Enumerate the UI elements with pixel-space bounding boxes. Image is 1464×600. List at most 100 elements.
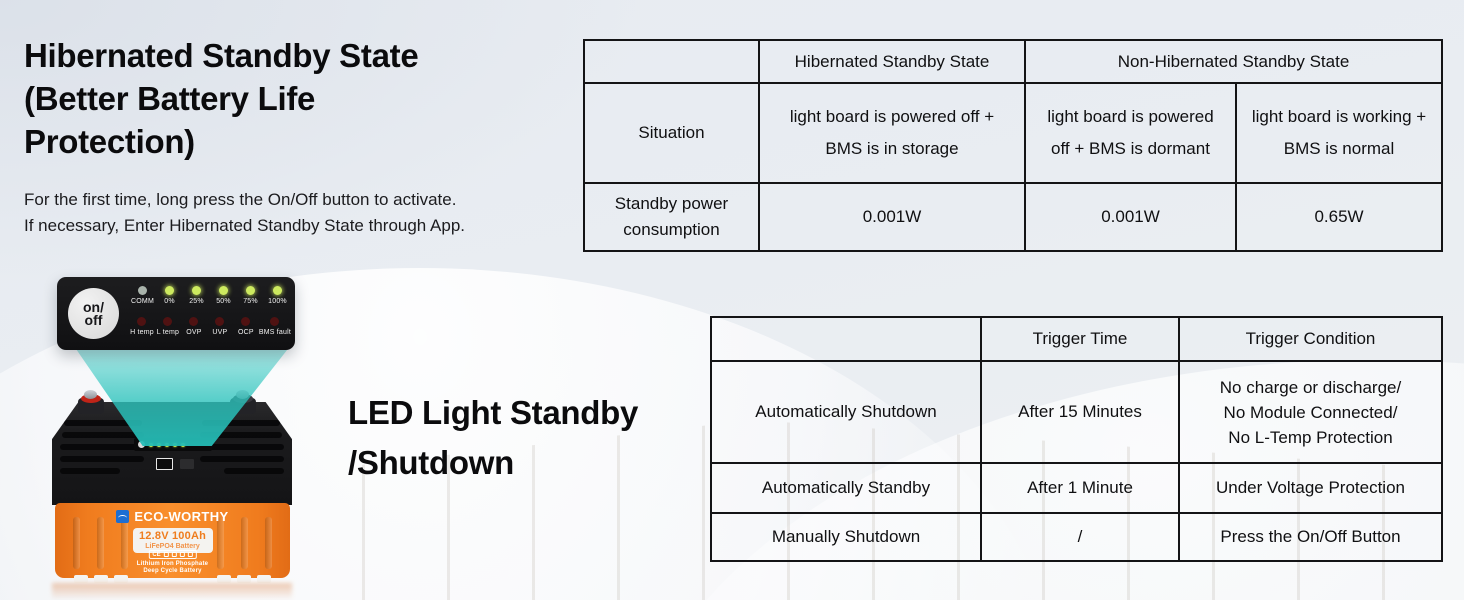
battery-foot <box>217 575 231 583</box>
row-label: Automatically Shutdown <box>710 360 982 464</box>
led-comm: COMM <box>129 286 156 305</box>
led-dot-icon <box>189 317 199 326</box>
column-header: Hibernated Standby State <box>758 39 1026 84</box>
column-header: Trigger Time <box>980 316 1180 362</box>
section-title: LED Light Standby /Shutdown <box>348 388 638 488</box>
trigger-table: Trigger Time Trigger Condition Automatic… <box>710 316 1443 562</box>
battery-description-text: Lithium Iron Phosphate Deep Cycle Batter… <box>55 561 290 575</box>
aux-button-icon <box>180 459 194 469</box>
page-title-line: Hibernated Standby State <box>24 37 419 74</box>
battery-foot <box>257 575 271 583</box>
section-title-line: /Shutdown <box>348 444 514 481</box>
led-ocp: OCP <box>233 317 259 336</box>
power-cell: 0.001W <box>758 182 1026 252</box>
led-0pct: 0% <box>156 286 183 305</box>
brand-row: ECO-WORTHY <box>55 509 290 524</box>
brand-name: ECO-WORTHY <box>134 509 229 524</box>
battery-description-line: Deep Cycle Battery <box>143 568 202 574</box>
led-panel: on/ off COMM 0% 25% 50% 75% 100% H temp … <box>57 277 295 350</box>
situation-cell: light board is working + BMS is normal <box>1234 82 1444 184</box>
table-header-row: Trigger Time Trigger Condition <box>710 316 1443 362</box>
table-row: Manually Shutdown / Press the On/Off But… <box>710 512 1443 562</box>
led-dot-icon <box>246 286 255 295</box>
page-title-line: (Better Battery Life <box>24 80 316 117</box>
battery-foot <box>74 575 88 583</box>
led-ltemp: L temp <box>155 317 181 336</box>
condition-cell: Under Voltage Protection <box>1178 462 1443 514</box>
led-ovp: OVP <box>181 317 207 336</box>
vent-slat <box>62 432 144 438</box>
hero-description: For the first time, long press the On/Of… <box>24 187 584 239</box>
row-label: Standby power consumption <box>583 182 760 252</box>
table-row: Standby power consumption 0.001W 0.001W … <box>583 182 1444 252</box>
column-header: Trigger Condition <box>1178 316 1443 362</box>
led-dot-icon <box>270 317 280 326</box>
battery-reflection <box>52 583 292 600</box>
power-cell: 0.001W <box>1024 182 1237 252</box>
led-htemp: H temp <box>129 317 155 336</box>
standby-comparison-table: Hibernated Standby State Non-Hibernated … <box>583 39 1444 252</box>
ethernet-port-icon <box>156 458 173 470</box>
hero-description-line: For the first time, long press the On/Of… <box>24 190 457 209</box>
condition-cell: No charge or discharge/ No Module Connec… <box>1178 360 1443 464</box>
vent-slat <box>224 468 284 474</box>
page-title-line: Protection) <box>24 123 195 160</box>
section-title-line: LED Light Standby <box>348 394 639 431</box>
cert-glyph-icon <box>179 552 185 557</box>
battery-body: ECO-WORTHY 12.8V 100Ah LiFePO4 Battery C… <box>55 503 290 578</box>
table-row: Situation light board is powered off + B… <box>583 82 1444 184</box>
ce-mark: CE <box>152 551 161 558</box>
corner-cell <box>710 316 982 362</box>
row-label: Manually Shutdown <box>710 512 982 562</box>
battery-foot <box>237 575 251 583</box>
battery-description-line: Lithium Iron Phosphate <box>136 561 209 567</box>
led-25pct: 25% <box>183 286 210 305</box>
hero-description-line: If necessary, Enter Hibernated Standby S… <box>24 216 466 235</box>
vent-slat <box>60 456 144 462</box>
table-row: Automatically Shutdown After 15 Minutes … <box>710 360 1443 464</box>
led-dot-icon <box>241 317 251 326</box>
terminal-cap <box>84 390 97 399</box>
column-header: Non-Hibernated Standby State <box>1023 39 1444 84</box>
cert-glyph-icon <box>187 552 193 557</box>
led-dot-icon <box>163 317 173 326</box>
spec-chemistry: LiFePO4 Battery <box>145 543 200 550</box>
cert-glyph-icon <box>163 552 169 557</box>
situation-cell: light board is powered off + BMS is dorm… <box>1024 82 1237 184</box>
vent-slat <box>60 444 144 450</box>
led-dot-icon <box>273 286 282 295</box>
battery-foot <box>94 575 108 583</box>
power-cell: 0.65W <box>1234 182 1444 252</box>
vent-slat <box>60 468 120 474</box>
corner-cell <box>583 39 760 84</box>
vent-slat <box>200 444 284 450</box>
led-bmsfault: BMS fault <box>259 317 291 336</box>
situation-cell: light board is powered off + BMS is in s… <box>758 82 1026 184</box>
led-50pct: 50% <box>210 286 237 305</box>
vent-slat <box>200 456 284 462</box>
table-row: Automatically Standby After 1 Minute Und… <box>710 462 1443 514</box>
led-75pct: 75% <box>237 286 264 305</box>
spec-voltage-capacity: 12.8V 100Ah <box>138 530 207 542</box>
power-button-icon: on/ off <box>68 288 119 339</box>
row-label: Automatically Standby <box>710 462 982 514</box>
led-dot-icon <box>215 317 225 326</box>
hero-section: Hibernated Standby State (Better Battery… <box>24 34 584 239</box>
led-dot-icon <box>192 286 201 295</box>
led-dot-icon <box>165 286 174 295</box>
page-title: Hibernated Standby State (Better Battery… <box>24 34 584 163</box>
status-led-row: COMM 0% 25% 50% 75% 100% <box>129 286 291 305</box>
time-cell: After 1 Minute <box>980 462 1180 514</box>
led-dot-icon <box>219 286 228 295</box>
table-header-row: Hibernated Standby State Non-Hibernated … <box>583 39 1444 84</box>
led-dot-icon <box>137 317 147 326</box>
time-cell: / <box>980 512 1180 562</box>
led-uvp: UVP <box>207 317 233 336</box>
brand-logo-icon <box>116 510 130 523</box>
certification-icons: CE <box>148 550 197 559</box>
time-cell: After 15 Minutes <box>980 360 1180 464</box>
condition-cell: Press the On/Off Button <box>1178 512 1443 562</box>
led-100pct: 100% <box>264 286 291 305</box>
led-dot-icon <box>138 286 147 295</box>
